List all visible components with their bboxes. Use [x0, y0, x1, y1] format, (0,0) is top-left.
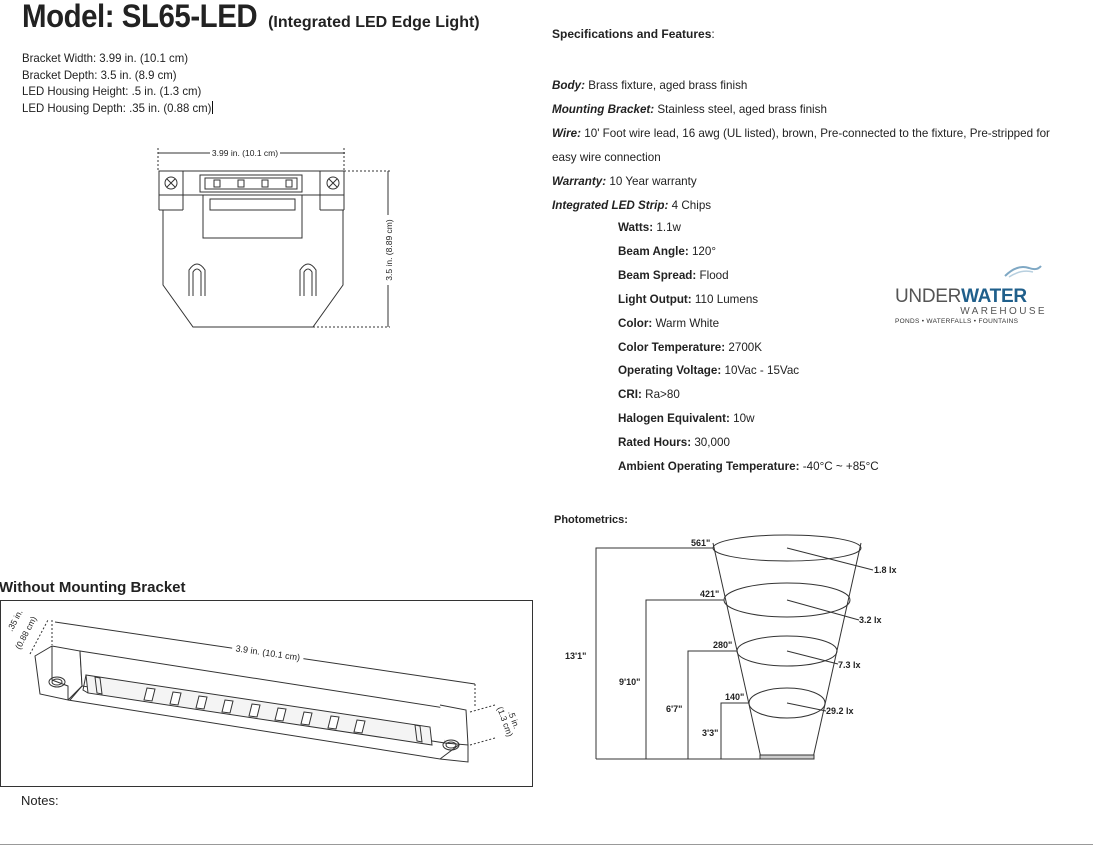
photometrics-heading: Photometrics: [554, 514, 628, 526]
wave-icon [1004, 265, 1042, 278]
led-spec-watts: Watts: 1.1w [618, 220, 681, 234]
housing-drawing: 3.9 in. (10.1 cm) .35 in. (0.88 cm) .5 i… [0, 600, 533, 787]
dimensions-list: Bracket Width: 3.99 in. (10.1 cm) Bracke… [22, 50, 214, 116]
underwater-warehouse-logo: UNDERWATER WAREHOUSE PONDS • WATERFALLS … [895, 262, 1055, 334]
ring-3-height: 6'7" [666, 704, 682, 714]
led-spec-operating-voltage: Operating Voltage: 10Vac - 15Vac [618, 363, 800, 378]
spec-mounting-bracket: Mounting Bracket: Stainless steel, aged … [552, 102, 827, 116]
dimension-bracket-depth: Bracket Depth: 3.5 in. (8.9 cm) [22, 67, 177, 82]
led-spec-rated-hours: Rated Hours: 30,000 [618, 435, 730, 450]
dimension-housing-depth: LED Housing Depth: .35 in. (0.88 cm) [22, 100, 214, 115]
text-cursor [212, 100, 214, 114]
model-title: Model: SL65-LED [22, 0, 258, 34]
ring-1-height: 13'1" [565, 651, 586, 661]
bracket-drawing: 3.99 in. (10.1 cm) 3.5 in. (8.89 cm) [157, 147, 394, 328]
model-subtitle: (Integrated LED Edge Light) [268, 14, 480, 31]
ring-3-lux: 7.3 lx [838, 660, 861, 670]
spec-wire: Wire: 10' Foot wire lead, 16 awg (UL lis… [552, 126, 1050, 164]
specs-list: Body: Brass fixture, aged brass finish M… [552, 73, 1066, 217]
led-spec-beam-spread: Beam Spread: Flood [618, 267, 729, 282]
bracket-width-label: 3.99 in. (10.1 cm) [212, 148, 278, 158]
ring-4-height: 3'3" [702, 728, 718, 738]
ring-3-diameter: 280" [713, 640, 732, 650]
bracket-depth-label: 3.5 in. (8.89 cm) [384, 219, 394, 281]
specs-heading: Specifications and Features: [552, 27, 715, 41]
dimension-housing-height: LED Housing Height: .5 in. (1.3 cm) [22, 84, 202, 98]
notes-label: Notes: [21, 793, 59, 808]
spec-body: Body: Brass fixture, aged brass finish [552, 78, 748, 92]
led-spec-ambient-temperature: Ambient Operating Temperature: -40°C ~ +… [618, 459, 879, 474]
led-specs-list: Watts: 1.1w Beam Angle: 120° Beam Spread… [618, 216, 879, 479]
ring-1-lux: 1.8 lx [874, 565, 897, 575]
ring-4-lux: 29.2 lx [826, 706, 854, 716]
dimension-bracket-width: Bracket Width: 3.99 in. (10.1 cm) [22, 51, 188, 65]
led-spec-light-output: Light Output: 110 Lumens [618, 291, 759, 306]
led-spec-halogen-equivalent: Halogen Equivalent: 10w [618, 411, 755, 426]
led-spec-cri: CRI: Ra>80 [618, 387, 680, 402]
spec-warranty: Warranty: 10 Year warranty [552, 174, 697, 188]
photometrics-diagram: 561" 421" 280" 140" 1.8 lx 3.2 lx 7.3 lx… [565, 534, 897, 760]
ring-2-diameter: 421" [700, 589, 719, 599]
ring-4-diameter: 140" [725, 692, 744, 702]
led-spec-color: Color: Warm White [618, 315, 720, 330]
ring-2-height: 9'10" [619, 677, 640, 687]
led-spec-beam-angle: Beam Angle: 120° [618, 243, 717, 258]
bottom-rule [0, 844, 1093, 845]
ring-1-diameter: 561" [691, 538, 710, 548]
ring-2-lux: 3.2 lx [859, 615, 882, 625]
housing-heading: Without Mounting Bracket [0, 579, 186, 596]
led-spec-color-temperature: Color Temperature: 2700K [618, 339, 763, 354]
page-title: Model: SL65-LED (Integrated LED Edge Lig… [22, 0, 480, 35]
spec-led-strip: Integrated LED Strip: 4 Chips [552, 198, 712, 212]
